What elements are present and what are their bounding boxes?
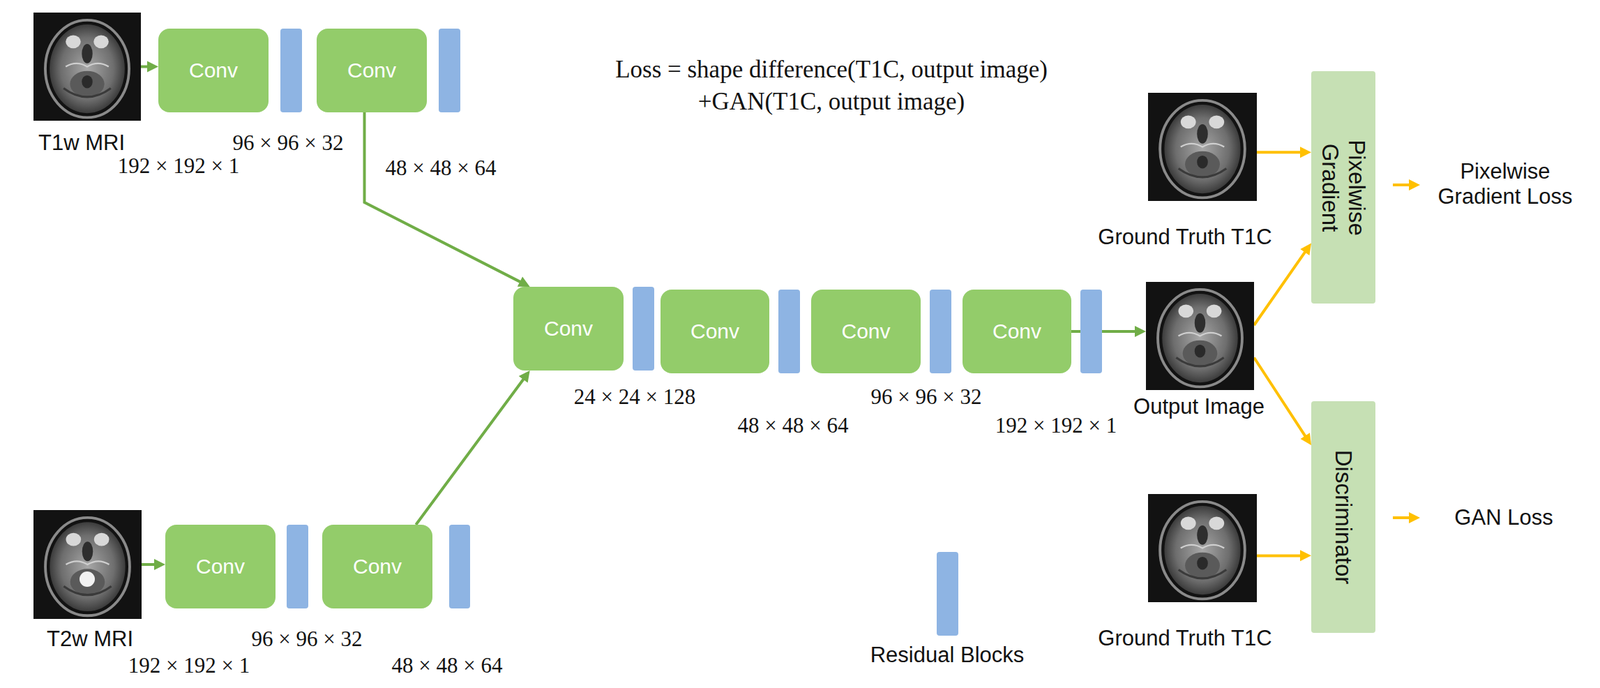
- arrow-head: [1300, 432, 1312, 445]
- conv-block: Conv: [811, 289, 921, 374]
- dimension-label: 192 × 192 × 1: [117, 153, 240, 179]
- conv-block: Conv: [165, 524, 276, 609]
- arrow-head: [154, 558, 166, 570]
- mri-picture: [1148, 493, 1257, 602]
- loss-module: Discriminator: [1311, 401, 1376, 633]
- conv-block: Conv: [316, 28, 427, 113]
- mri-image: T2w MRI: [33, 509, 142, 619]
- block-name: Conv: [992, 319, 1042, 344]
- block-name: Conv: [347, 58, 397, 83]
- connector: [1254, 251, 1306, 326]
- dimension-label: 96 × 96 × 32: [232, 130, 344, 156]
- arrow-head: [1300, 242, 1312, 256]
- loss-name: Pixelwise Gradient Loss: [1430, 159, 1581, 209]
- conv-block: Conv: [158, 28, 269, 113]
- mri-image: Ground Truth T1C: [1148, 92, 1257, 201]
- mri-picture: [1145, 281, 1255, 390]
- conv-block: Conv: [660, 289, 770, 374]
- mri-picture: [33, 12, 141, 121]
- dimension-label: 96 × 96 × 32: [251, 626, 363, 652]
- image-caption: T2w MRI: [46, 626, 134, 652]
- block-name: Conv: [195, 554, 245, 579]
- dimension-label: 48 × 48 × 64: [391, 652, 503, 678]
- legend-text: Residual Blocks: [870, 642, 1025, 668]
- conv-block: Conv: [322, 524, 433, 609]
- module-name: Discriminator: [1330, 412, 1357, 622]
- arrow-head: [518, 370, 531, 383]
- image-caption: Output Image: [1133, 394, 1265, 420]
- arrow-head: [1300, 549, 1312, 561]
- loss-formula: Loss = shape difference(T1C, output imag…: [615, 55, 1048, 84]
- legend-swatch: [936, 551, 959, 636]
- connector: [364, 112, 522, 283]
- connector: [415, 378, 524, 525]
- arrow-head: [1134, 325, 1146, 337]
- arrow-head: [147, 61, 159, 73]
- loss-module: Pixelwise Gradient: [1311, 71, 1376, 304]
- dimension-label: 48 × 48 × 64: [737, 412, 849, 439]
- dimension-label: 48 × 48 × 64: [385, 155, 497, 181]
- output-arrow: [1392, 179, 1421, 524]
- arrow-head: [517, 276, 531, 287]
- mri-picture: [1148, 92, 1257, 201]
- dimension-label: 192 × 192 × 1: [128, 652, 250, 678]
- connector: [1256, 150, 1302, 154]
- conv-block: Conv: [962, 289, 1072, 374]
- block-name: Conv: [841, 319, 890, 344]
- residual-block: [280, 28, 1103, 609]
- block-name: Conv: [690, 319, 740, 344]
- conv-block: Conv: [513, 286, 624, 371]
- block-name: Conv: [189, 58, 238, 83]
- dimension-label: 24 × 24 × 128: [574, 384, 696, 410]
- mri-picture: [33, 509, 142, 619]
- block-name: Conv: [352, 554, 402, 579]
- block-name: Conv: [544, 316, 593, 341]
- mri-image: Ground Truth T1C: [1148, 493, 1257, 602]
- loss-formula: +GAN(T1C, output image): [698, 87, 965, 116]
- image-caption: T1w MRI: [38, 130, 125, 156]
- image-caption: Ground Truth T1C: [1097, 224, 1272, 250]
- output-image: Output Image: [1145, 281, 1255, 390]
- mri-image: T1w MRI: [33, 12, 141, 121]
- connector: [1256, 553, 1302, 557]
- connector: [141, 562, 156, 566]
- module-name: Pixelwise Gradient: [1316, 117, 1370, 258]
- image-caption: Ground Truth T1C: [1097, 625, 1272, 651]
- dimension-label: 96 × 96 × 32: [871, 384, 983, 410]
- dimension-label: 192 × 192 × 1: [995, 412, 1117, 439]
- arrow-head: [1300, 146, 1312, 158]
- loss-name: GAN Loss: [1454, 504, 1553, 531]
